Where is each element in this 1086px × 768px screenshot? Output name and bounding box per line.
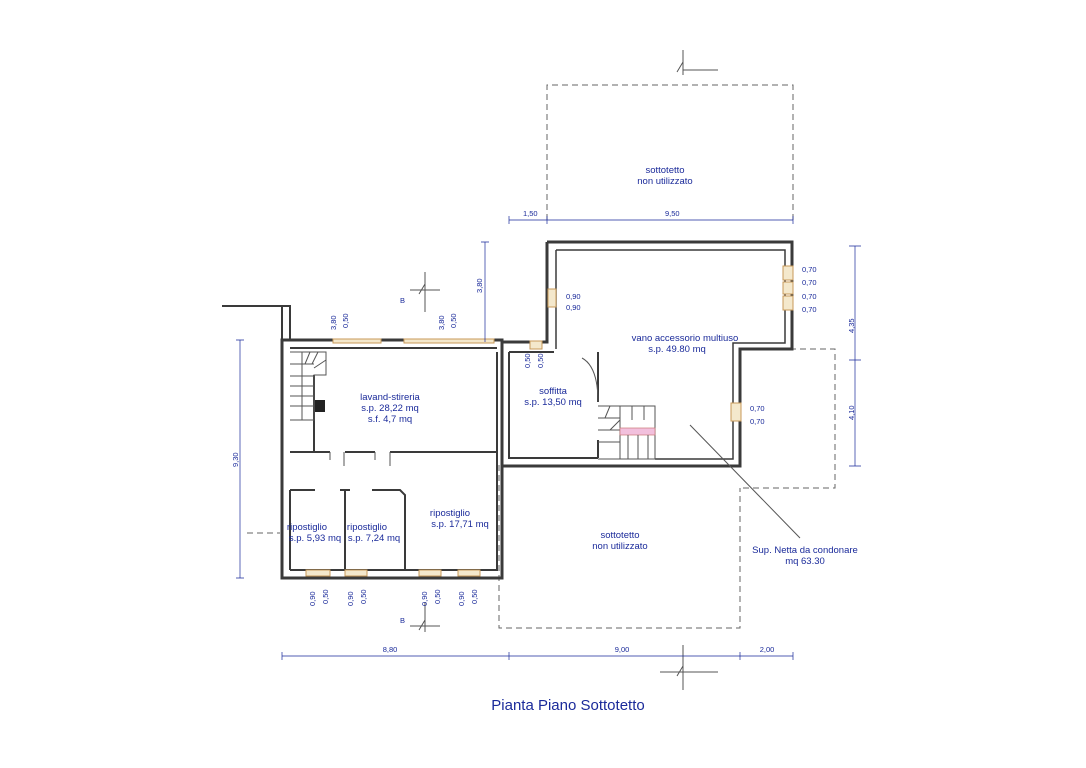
dim-win-s-b: 0,90 xyxy=(566,303,581,312)
label-sottotetto-bottom-1: sottotetto xyxy=(600,530,639,541)
dim-right-4-35: 4,35 xyxy=(847,318,856,333)
dashed-outlines xyxy=(247,84,836,629)
dim-win-sof-b: 0,50 xyxy=(536,353,545,368)
door-swing xyxy=(581,357,599,403)
inner-walls xyxy=(289,249,786,571)
dim-bw2-b: 0,50 xyxy=(359,589,368,604)
dim-win-l2-b: 0,50 xyxy=(449,313,458,328)
leader-line xyxy=(689,424,801,539)
dim-left-9-30: 9,30 xyxy=(231,452,240,467)
label-lavand-1: lavand-stireria xyxy=(360,392,420,403)
dim-v-3-80: 3,80 xyxy=(475,278,484,293)
label-sottotetto-top-2: non utilizzato xyxy=(637,176,692,187)
label-lavand-3: s.f. 4,7 mq xyxy=(368,414,412,425)
dim-bw3-a: 0,90 xyxy=(420,591,429,606)
label-sottotetto-top-1: sottotetto xyxy=(645,165,684,176)
label-sottotetto-bottom-2: non utilizzato xyxy=(592,541,647,552)
label-rip1-2: s.p. 5,93 mq xyxy=(289,533,341,544)
drawing-title: Pianta Piano Sottotetto xyxy=(491,697,644,714)
dim-right-4-10: 4,10 xyxy=(847,405,856,420)
dim-top-1-50: 1,50 xyxy=(523,209,538,218)
dim-win-l2-a: 3,80 xyxy=(437,315,446,330)
dim-win-r3-b: 0,70 xyxy=(750,417,765,426)
label-rip1-1: ripostiglio xyxy=(287,522,327,533)
dim-bw4-b: 0,50 xyxy=(470,589,479,604)
dim-bw1-a: 0,90 xyxy=(308,591,317,606)
label-rip3-1: ripostiglio xyxy=(430,508,470,519)
dimension-texts: 1,50 9,50 3,80 3,80 0,50 3,80 0,50 0,90 … xyxy=(231,209,856,654)
dim-bot-2-00: 2,00 xyxy=(760,645,775,654)
label-soffitta-1: soffitta xyxy=(539,386,568,397)
label-vano-2: s.p. 49.80 mq xyxy=(648,344,706,355)
dim-bw1-b: 0,50 xyxy=(321,589,330,604)
chimney-icon xyxy=(315,400,325,412)
dim-win-sof-a: 0,50 xyxy=(523,353,532,368)
dim-win-l1-b: 0,50 xyxy=(341,313,350,328)
label-vano-1: vano accessorio multiuso xyxy=(632,333,739,344)
label-rip2-1: ripostiglio xyxy=(347,522,387,533)
dim-win-r3-a: 0,70 xyxy=(750,404,765,413)
dim-win-r2-b: 0,70 xyxy=(802,305,817,314)
dim-bw4-a: 0,90 xyxy=(457,591,466,606)
section-mark-b-bottom: B xyxy=(400,616,405,625)
stairs-right xyxy=(598,405,656,460)
label-rip3-2: s.p. 17,71 mq xyxy=(431,519,489,530)
dim-win-s-a: 0,90 xyxy=(566,292,581,301)
dim-bw3-b: 0,50 xyxy=(433,589,442,604)
label-sup-netta-2: mq 63.30 xyxy=(785,556,825,567)
handrail xyxy=(619,427,656,436)
label-lavand-2: s.p. 28,22 mq xyxy=(361,403,419,414)
dim-bot-8-80: 8,80 xyxy=(383,645,398,654)
dim-win-r2-a: 0,70 xyxy=(802,292,817,301)
dim-win-r1-b: 0,70 xyxy=(802,278,817,287)
label-rip2-2: s.p. 7,24 mq xyxy=(348,533,400,544)
section-marks xyxy=(410,50,718,690)
dim-bw2-a: 0,90 xyxy=(346,591,355,606)
room-labels: sottotetto non utilizzato vano accessori… xyxy=(287,165,858,567)
dim-bot-9-00: 9,00 xyxy=(615,645,630,654)
label-sup-netta-1: Sup. Netta da condonare xyxy=(752,545,858,556)
dimension-lines xyxy=(236,216,861,660)
label-soffitta-2: s.p. 13,50 mq xyxy=(524,397,582,408)
dim-top-9-50: 9,50 xyxy=(665,209,680,218)
section-mark-b-top: B xyxy=(400,296,405,305)
dim-win-l1-a: 3,80 xyxy=(329,315,338,330)
stairs-left xyxy=(290,351,327,421)
dim-win-r1-a: 0,70 xyxy=(802,265,817,274)
windows xyxy=(305,265,794,577)
